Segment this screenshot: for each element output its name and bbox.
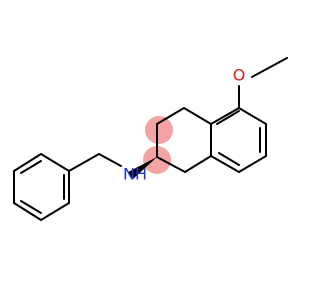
- oxygen-atom-label: O: [233, 66, 246, 85]
- tetralin-bond-c2-c1: [156, 156, 186, 173]
- nitrogen-bond-left: [98, 153, 122, 167]
- benzyl-bond: [68, 153, 100, 172]
- phenyl-bond-2: [40, 153, 70, 172]
- phenyl-bond-4: [40, 202, 70, 221]
- molecule-structure: O NH: [13, 57, 288, 221]
- phenyl-bond-5: [13, 202, 42, 221]
- phenyl-inner-double-1: [20, 160, 42, 174]
- aromatic-bond-5: [210, 155, 240, 173]
- aromatic-bond-1: [210, 107, 240, 125]
- phenyl-inner-double-3: [20, 200, 42, 214]
- tetralin-bond-c1-c8a: [184, 155, 212, 173]
- stereocenter-highlight-bottom: [143, 146, 171, 174]
- nitrogen-atom-label: NH: [123, 165, 147, 184]
- aromatic-bond-4: [238, 155, 267, 173]
- stereocenter-highlight-top: [145, 116, 173, 144]
- methoxy-bond-methyl: [251, 57, 288, 78]
- aromatic-bond-2: [238, 107, 267, 125]
- stereo-wedge-bond: [128, 157, 157, 179]
- aromatic-inner-double-3: [218, 152, 240, 166]
- tetralin-bond-c3-c4: [156, 107, 185, 125]
- tetralin-bond-c4-c4a: [183, 107, 212, 125]
- aromatic-inner-double-1: [216, 110, 240, 125]
- phenyl-bond-1: [13, 153, 42, 172]
